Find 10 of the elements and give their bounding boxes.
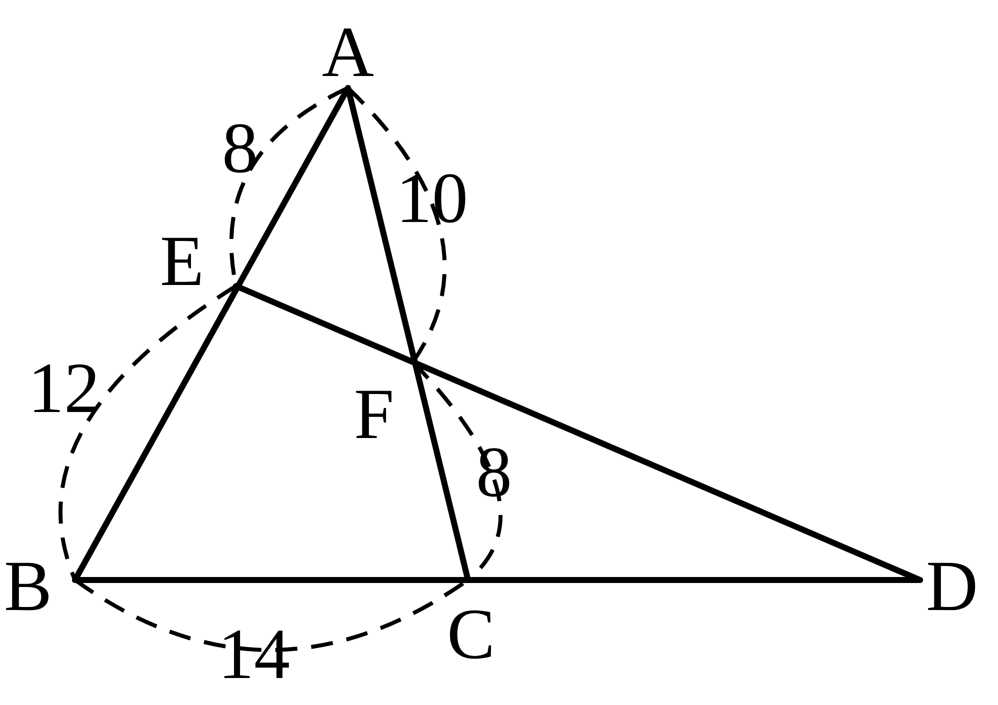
vertex-label: A xyxy=(322,16,374,88)
vertex-label: E xyxy=(160,225,204,297)
vertex-label: C xyxy=(447,598,496,670)
length-label: 12 xyxy=(28,352,100,424)
length-label: 14 xyxy=(218,618,290,690)
vertex-label: D xyxy=(926,550,978,622)
vertex-label: B xyxy=(4,550,52,622)
vertex-label: F xyxy=(354,378,394,450)
length-label: 10 xyxy=(396,162,468,234)
length-label: 8 xyxy=(222,112,258,184)
